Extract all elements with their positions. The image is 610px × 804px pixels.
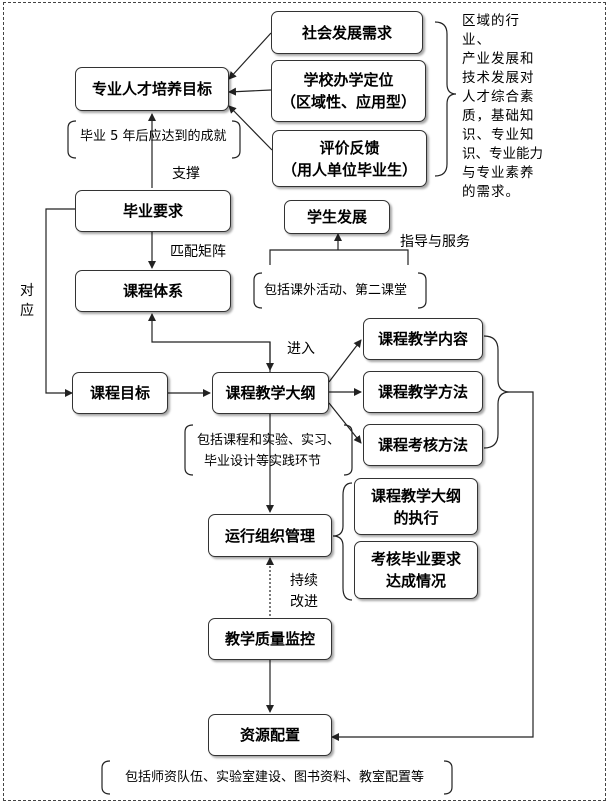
arrow-eval-to-goal	[228, 105, 273, 151]
talent-goal-label: 专业人才培养目标	[91, 80, 212, 98]
brace-resources-l	[101, 760, 111, 795]
resources-detail-note: 包括师资队伍、实验室建设、图书资料、教室配置等	[125, 770, 425, 785]
brace-resources-r	[443, 760, 453, 795]
school-position-line2: （区域性、应用型）	[280, 93, 416, 111]
resource-label: 资源配置	[239, 726, 300, 744]
check-line1: 考核毕业要求	[370, 550, 461, 568]
brace-extracurricular	[269, 249, 409, 265]
region-demand-text: 区域的行业、 产业发展和 技术发展对 人才综合素 质，基础知 识、专业知 识、专…	[462, 12, 548, 202]
operation-box: 运行组织管理	[208, 514, 332, 557]
syllabus-label: 课程教学大纲	[225, 384, 316, 402]
achievement-note: 毕业 5 年后应达到的成就	[80, 129, 227, 144]
arrow-to-assess	[328, 402, 362, 444]
practice-note-1: 包括课程和实验、实习、	[197, 433, 341, 448]
content-box: 课程教学内容	[363, 318, 483, 360]
arrow-social-to-goal	[228, 32, 272, 80]
arrow-correspond	[45, 208, 75, 397]
syllabus-box: 课程教学大纲	[212, 372, 329, 414]
quality-label: 教学质量监控	[224, 630, 315, 648]
brace-right-methods	[483, 335, 511, 449]
improve-note-1: 持续	[290, 573, 318, 589]
course-goal-box: 课程目标	[72, 372, 168, 414]
method-label: 课程教学方法	[377, 383, 468, 401]
resource-box: 资源配置	[208, 714, 332, 756]
brace-practice-r	[343, 424, 353, 476]
extracurricular-note: 包括课外活动、第二课堂	[264, 283, 408, 298]
school-position-line1: 学校办学定位	[303, 71, 394, 89]
brace-extra-r	[417, 272, 427, 309]
brace-achievement-r	[231, 120, 241, 159]
region-line-1: 区域的行业、	[462, 13, 520, 48]
arrow-school-to-goal	[228, 87, 272, 96]
course-system-label: 课程体系	[122, 282, 183, 300]
brace-extra-l	[253, 272, 263, 309]
region-line-8: 与专业素养	[462, 165, 535, 181]
correspond-note-1: 对	[20, 283, 34, 299]
school-position-box: 学校办学定位 （区域性、应用型）	[271, 60, 426, 122]
student-dev-box: 学生发展	[284, 200, 390, 234]
exec-box: 课程教学大纲 的执行	[354, 478, 478, 535]
course-goal-label: 课程目标	[89, 384, 150, 402]
guide-note: 指导与服务	[400, 234, 470, 250]
method-box: 课程教学方法	[363, 371, 483, 413]
assess-box: 课程考核方法	[363, 424, 483, 466]
talent-goal-box: 专业人才培养目标	[75, 67, 229, 111]
grad-req-label: 毕业要求	[122, 202, 183, 220]
region-line-6: 识、专业知	[462, 127, 535, 143]
region-line-3: 技术发展对	[462, 70, 535, 86]
exec-line2: 的执行	[393, 508, 439, 527]
correspond-note-2: 应	[20, 303, 34, 319]
evaluation-box: 评价反馈 （用人单位毕业生）	[272, 130, 427, 187]
matrix-note: 匹配矩阵	[170, 244, 226, 260]
social-demand-label: 社会发展需求	[301, 23, 392, 42]
diagram-frame	[3, 2, 606, 801]
support-note: 支撑	[172, 166, 200, 182]
evaluation-line1: 评价反馈	[319, 138, 380, 157]
region-line-4: 人才综合素	[462, 89, 535, 105]
check-box: 考核毕业要求 达成情况	[354, 541, 478, 599]
arrow-methods-to-resource	[331, 391, 534, 741]
arrow-to-content	[328, 339, 362, 383]
practice-note-2: 毕业设计等实践环节	[204, 454, 322, 469]
brace-practice-l	[184, 424, 194, 476]
content-label: 课程教学内容	[377, 330, 468, 348]
region-line-5: 质，基础知	[462, 108, 535, 124]
arrow-enter-course-system	[148, 313, 271, 372]
region-line-9: 的需求。	[462, 184, 520, 200]
grad-req-box: 毕业要求	[75, 190, 231, 232]
region-line-7: 识、专业能力	[462, 146, 543, 162]
assess-label: 课程考核方法	[377, 436, 468, 454]
course-system-box: 课程体系	[75, 270, 231, 312]
improve-note-2: 改进	[290, 594, 318, 610]
exec-line1: 课程教学大纲	[370, 486, 461, 505]
brace-operation	[332, 482, 353, 601]
brace-achievement	[67, 120, 77, 159]
operation-label: 运行组织管理	[224, 526, 315, 545]
check-line2: 达成情况	[385, 572, 446, 590]
evaluation-line2: （用人单位毕业生）	[281, 160, 417, 179]
quality-box: 教学质量监控	[208, 618, 332, 660]
brace-region	[434, 21, 457, 177]
social-demand-box: 社会发展需求	[271, 11, 423, 54]
student-dev-label: 学生发展	[306, 208, 367, 226]
enter-note: 进入	[287, 341, 315, 357]
region-line-2: 产业发展和	[462, 51, 535, 67]
